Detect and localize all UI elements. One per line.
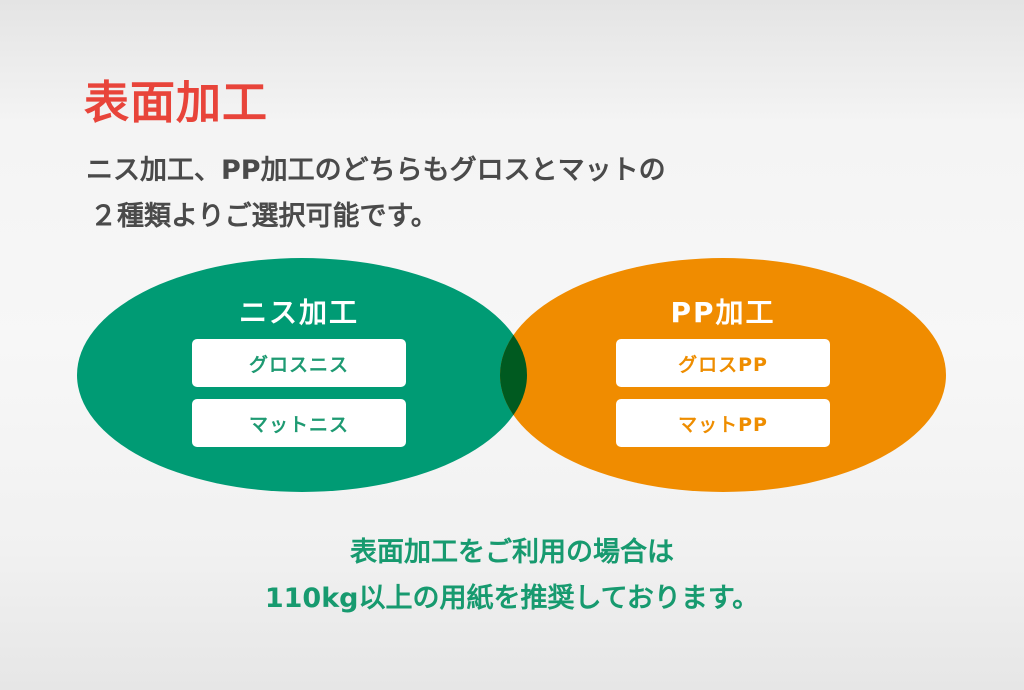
footnote-line-2: 110kg以上の用紙を推奨しております。 [264, 583, 760, 614]
option-matte-pp: マットPP [616, 399, 830, 447]
intro-line-1: ニス加工、PP加工のどちらもグロスとマットの [86, 155, 666, 186]
intro-line-2: ２種類よりご選択可能です。 [90, 201, 438, 232]
pp-title: PP加工 [670, 296, 776, 329]
option-matte-varnish: マットニス [192, 399, 406, 447]
heading: 表面加工 [84, 76, 269, 129]
option-gloss-varnish: グロスニス [192, 339, 406, 387]
varnish-title: ニス加工 [238, 296, 359, 329]
footnote: 表面加工をご利用の場合は 110kg以上の用紙を推奨しております。 [0, 530, 1024, 622]
footnote-line-1: 表面加工をご利用の場合は [350, 537, 674, 568]
intro-text: ニス加工、PP加工のどちらもグロスとマットの ２種類よりご選択可能です。 [86, 148, 666, 240]
option-gloss-pp: グロスPP [616, 339, 830, 387]
